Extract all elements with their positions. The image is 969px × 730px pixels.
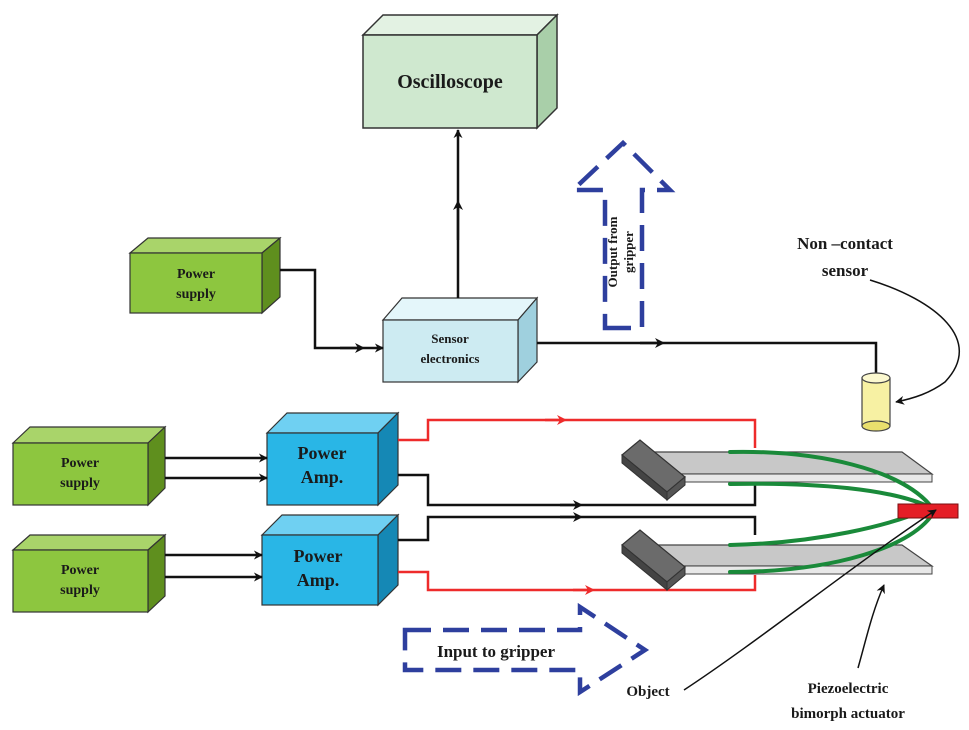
non-contact-sensor-label-line1: Non –contact	[797, 234, 893, 253]
power-supply-bottom-label-line1: Power	[61, 563, 99, 578]
object-leader	[683, 509, 937, 691]
piezo-actuator-leader	[857, 584, 885, 669]
wire-amp-top-red	[398, 418, 757, 448]
wire-amp-top-black	[398, 473, 757, 507]
bimorph-actuator-bottom	[621, 529, 934, 592]
power-amp-bottom-block: Power Amp.	[260, 513, 400, 607]
wire-sensor-to-probe	[537, 341, 878, 375]
power-amp-bottom-label-line1: Power	[294, 546, 343, 566]
power-supply-mid-block: Power supply	[11, 425, 167, 507]
power-supply-bottom-block: Power supply	[11, 533, 167, 614]
power-supply-mid-label-line2: supply	[60, 476, 100, 491]
wire-amp-bottom-red	[398, 570, 757, 592]
power-amp-top-label-line1: Power	[298, 443, 347, 463]
oscilloscope-label: Oscilloscope	[397, 71, 503, 93]
power-supply-mid-label-line1: Power	[61, 456, 99, 471]
wire-amp-bottom-black	[398, 515, 757, 542]
sensor-electronics-label-line2: electronics	[421, 351, 480, 366]
power-supply-top-label-line1: Power	[177, 267, 215, 282]
output-from-gripper-arrow: Output from gripper	[567, 139, 676, 331]
non-contact-sensor-label-line2: sensor	[822, 261, 869, 280]
red-signal-wires	[398, 415, 757, 595]
piezo-actuator-label-line2: bimorph actuator	[791, 706, 905, 722]
power-amp-bottom-label-line2: Amp.	[297, 570, 340, 590]
power-amp-top-label-line2: Amp.	[301, 467, 344, 487]
piezo-actuator-label-line1: Piezoelectric	[808, 681, 889, 697]
non-contact-sensor-leader	[869, 279, 960, 405]
input-to-gripper-arrow: Input to gripper	[402, 602, 650, 697]
wire-supply-to-sensor	[280, 268, 384, 353]
sensor-electronics-block: Sensor electronics	[381, 296, 539, 384]
power-amp-top-block: Power Amp.	[265, 411, 400, 507]
input-to-gripper-label: Input to gripper	[437, 642, 556, 661]
oscilloscope-block: Oscilloscope	[361, 13, 559, 130]
sensor-electronics-label-line1: Sensor	[431, 331, 469, 346]
output-from-gripper-label-line1: Output from	[605, 216, 620, 287]
bimorph-actuator-top	[621, 439, 934, 502]
object-label: Object	[626, 684, 669, 700]
power-supply-top-label-line2: supply	[176, 287, 216, 302]
non-contact-sensor-probe	[861, 372, 891, 432]
output-from-gripper-label-line2: gripper	[621, 231, 636, 273]
power-supply-top-block: Power supply	[128, 236, 282, 315]
wiring	[165, 129, 878, 582]
power-supply-bottom-label-line2: supply	[60, 583, 100, 598]
